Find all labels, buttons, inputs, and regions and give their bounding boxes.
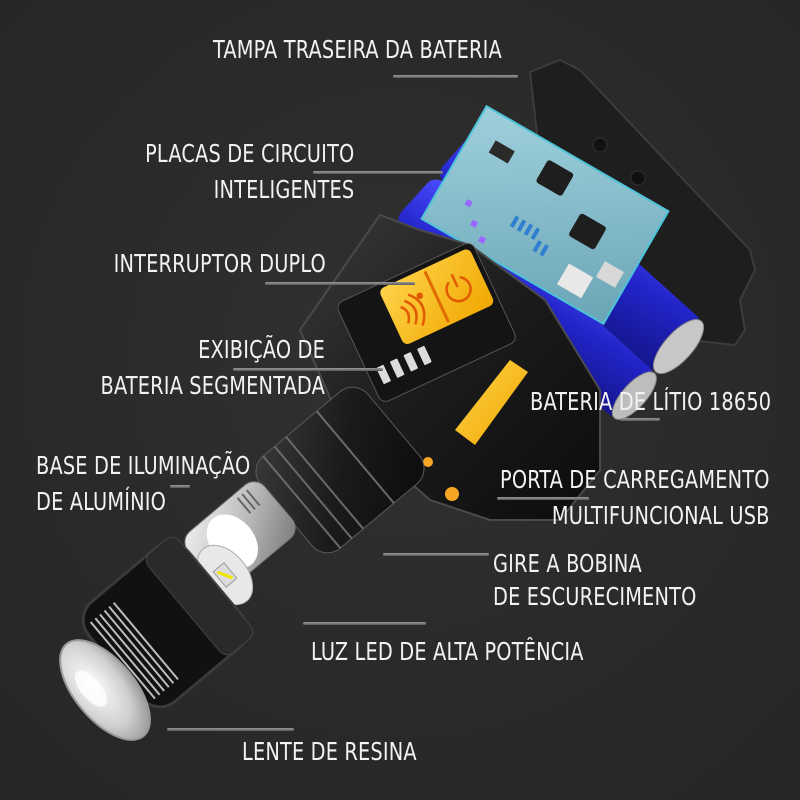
usb-port-cover: [455, 360, 528, 445]
leader-porta: [497, 497, 589, 500]
sensor-wave-icon: [400, 292, 426, 326]
headlamp-body: [255, 213, 601, 554]
resin-lens: [59, 639, 151, 741]
leader-bateria: [620, 418, 660, 421]
leader-placas: [313, 171, 443, 174]
leader-lente: [167, 728, 294, 731]
callout-lithium-battery: BATERIA DE LÍTIO 18650: [530, 387, 772, 416]
leader-tampa: [393, 75, 518, 78]
leader-base: [170, 485, 190, 488]
leader-interruptor: [265, 282, 415, 285]
callout-aluminum-lighting-base: BASE DE ILUMINAÇÃO DE ALUMÍNIO: [36, 451, 251, 516]
callout-smart-circuit-boards: PLACAS DE CIRCUITO INTELIGENTES: [144, 139, 354, 204]
smart-circuit-board: [420, 104, 670, 326]
leader-exibicao: [233, 368, 383, 371]
callout-segmented-battery-display: EXIBIÇÃO DE BATERIA SEGMENTADA: [100, 335, 325, 400]
power-icon: [445, 273, 472, 303]
leader-luz: [303, 622, 426, 625]
callout-dimming-coil: GIRE A BOBINA DE ESCURECIMENTO: [493, 549, 697, 611]
callout-resin-lens: LENTE DE RESINA: [242, 737, 417, 766]
callout-dual-switch: INTERRUPTOR DUPLO: [113, 249, 326, 278]
callout-battery-back-cover: TAMPA TRASEIRA DA BATERIA: [213, 35, 502, 64]
leader-gire: [383, 553, 489, 556]
callout-high-power-led: LUZ LED DE ALTA POTÊNCIA: [311, 637, 584, 666]
callout-usb-charging-port: PORTA DE CARREGAMENTO MULTIFUNCIONAL USB: [500, 465, 770, 530]
